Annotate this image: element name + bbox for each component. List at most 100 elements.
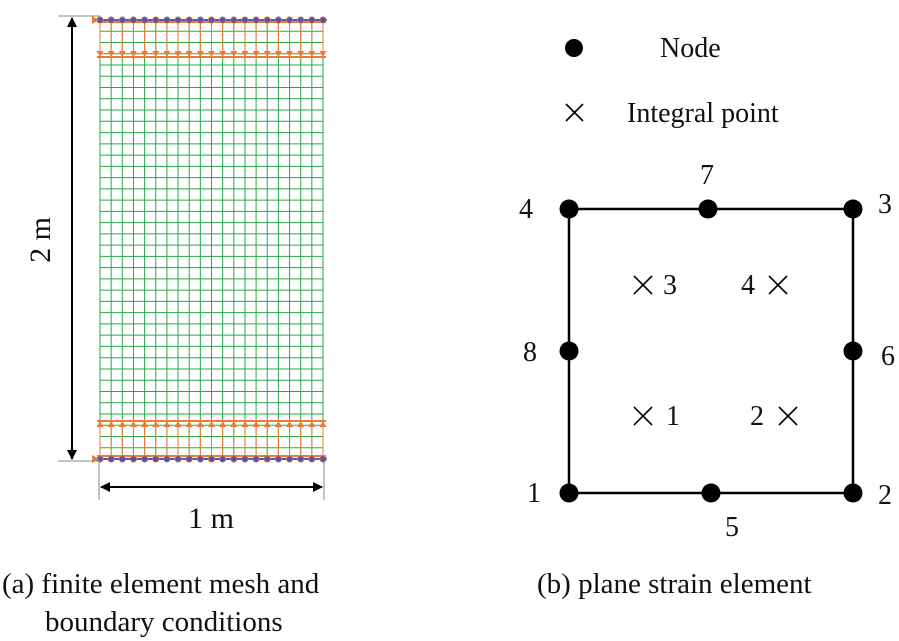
fixed-node-marker bbox=[141, 16, 149, 24]
node-5 bbox=[701, 483, 721, 503]
load-arrow-head bbox=[319, 51, 327, 57]
load-arrow-head bbox=[185, 421, 193, 427]
load-arrow-head bbox=[274, 421, 282, 427]
fixed-node-marker bbox=[152, 455, 160, 463]
fixed-node-marker bbox=[297, 16, 305, 24]
integral-point-label-1: 1 bbox=[666, 401, 680, 432]
panel-b: Node Integral point 1 2 3 4 5 6 7 8 3 bbox=[519, 33, 895, 600]
load-arrow-head bbox=[96, 421, 104, 427]
load-arrow-head bbox=[118, 421, 126, 427]
integral-point-2-marker bbox=[778, 406, 798, 426]
load-arrow-head bbox=[230, 421, 238, 427]
fixed-node-marker bbox=[252, 455, 260, 463]
load-arrow-head bbox=[174, 51, 182, 57]
fixed-node-marker bbox=[118, 455, 126, 463]
load-arrow-head bbox=[286, 421, 294, 427]
fixed-node-marker bbox=[207, 16, 216, 24]
caption-b: (b) plane strain element bbox=[537, 568, 812, 600]
fixed-node-marker bbox=[263, 16, 271, 24]
load-arrow-head bbox=[107, 421, 115, 427]
fixed-node-marker bbox=[241, 455, 249, 463]
fixed-node-marker bbox=[319, 16, 327, 24]
width-label: 1 m bbox=[188, 502, 234, 535]
legend-integral-point-label: Integral point bbox=[627, 98, 779, 129]
node-label-6: 6 bbox=[881, 341, 895, 372]
node-label-8: 8 bbox=[523, 337, 537, 368]
load-arrow-head bbox=[319, 421, 327, 427]
integral-point-label-2: 2 bbox=[750, 401, 764, 432]
legend-integral-point-icon bbox=[565, 103, 584, 122]
fixed-node-marker bbox=[219, 455, 227, 463]
integral-point-4-marker bbox=[768, 275, 788, 295]
load-arrow-head bbox=[219, 51, 227, 57]
load-arrow-head bbox=[152, 421, 160, 427]
load-arrow-head bbox=[96, 51, 104, 57]
node-label-3: 3 bbox=[878, 189, 892, 220]
load-arrow-head bbox=[196, 51, 204, 57]
load-arrow-head bbox=[141, 51, 149, 57]
fixed-node-marker bbox=[274, 455, 282, 463]
load-arrow-head bbox=[129, 421, 137, 427]
fixed-node-marker bbox=[141, 455, 149, 463]
caption-a-line1: (a) finite element mesh and bbox=[2, 568, 320, 600]
node-3 bbox=[843, 199, 863, 219]
boundary-conditions bbox=[92, 16, 327, 463]
fixed-node-marker bbox=[230, 16, 238, 24]
load-arrow-head bbox=[252, 421, 260, 427]
load-arrow-head bbox=[297, 421, 305, 427]
fixed-node-marker bbox=[319, 455, 327, 463]
load-arrow-head bbox=[208, 51, 215, 57]
load-arrow-head bbox=[129, 51, 137, 57]
integral-point-1-marker bbox=[633, 406, 653, 426]
fixed-node-marker bbox=[274, 16, 282, 24]
load-arrow-head bbox=[152, 51, 160, 57]
height-label: 2 m bbox=[24, 217, 57, 263]
load-arrow-head bbox=[196, 421, 204, 427]
fixed-node-marker bbox=[219, 16, 227, 24]
fixed-node-marker bbox=[163, 16, 171, 24]
load-arrow-head bbox=[241, 51, 249, 57]
node-label-2: 2 bbox=[878, 480, 892, 511]
node-1 bbox=[559, 483, 579, 503]
panel-a: 2 m 1 m (a) finite element mesh and boun… bbox=[2, 15, 327, 638]
fixed-node-marker bbox=[285, 455, 294, 463]
legend-node-icon bbox=[565, 39, 583, 57]
load-arrow-head bbox=[230, 51, 238, 57]
fixed-node-marker bbox=[185, 455, 193, 463]
fixed-node-marker bbox=[308, 455, 316, 463]
integral-point-label-3: 3 bbox=[663, 270, 677, 301]
load-arrow-head bbox=[308, 51, 316, 57]
load-arrow-head bbox=[107, 51, 115, 57]
load-arrow-head bbox=[263, 51, 271, 57]
fixed-node-marker bbox=[129, 16, 138, 24]
fixed-node-marker bbox=[152, 16, 160, 24]
node-7 bbox=[698, 199, 718, 219]
node-label-4: 4 bbox=[519, 194, 533, 225]
fixed-node-marker bbox=[174, 16, 182, 24]
load-arrow-head bbox=[252, 51, 260, 57]
integral-point-3-marker bbox=[633, 275, 653, 295]
load-arrow-head bbox=[241, 421, 249, 427]
boundary-corner-marker bbox=[92, 16, 99, 24]
node-label-1: 1 bbox=[527, 478, 541, 509]
fixed-node-marker bbox=[263, 455, 271, 463]
node-4 bbox=[559, 199, 579, 219]
finite-element-mesh bbox=[99, 19, 324, 460]
fixed-node-marker bbox=[196, 455, 204, 463]
fixed-node-marker bbox=[174, 455, 182, 463]
load-arrow-head bbox=[274, 51, 282, 57]
fixed-node-marker bbox=[252, 16, 260, 24]
load-arrow-head bbox=[141, 421, 149, 427]
load-arrow-head bbox=[219, 421, 227, 427]
node-2 bbox=[843, 483, 863, 503]
legend-node-label: Node bbox=[660, 33, 721, 64]
node-label-5: 5 bbox=[725, 512, 739, 543]
fixed-node-marker bbox=[230, 455, 238, 463]
load-arrow-head bbox=[185, 51, 193, 57]
fixed-node-marker bbox=[241, 16, 249, 24]
load-arrow-head bbox=[174, 421, 182, 427]
fixed-node-marker bbox=[107, 455, 115, 463]
load-arrow-head bbox=[286, 51, 294, 57]
load-arrow-head bbox=[118, 51, 126, 57]
load-arrow-head bbox=[263, 421, 271, 427]
